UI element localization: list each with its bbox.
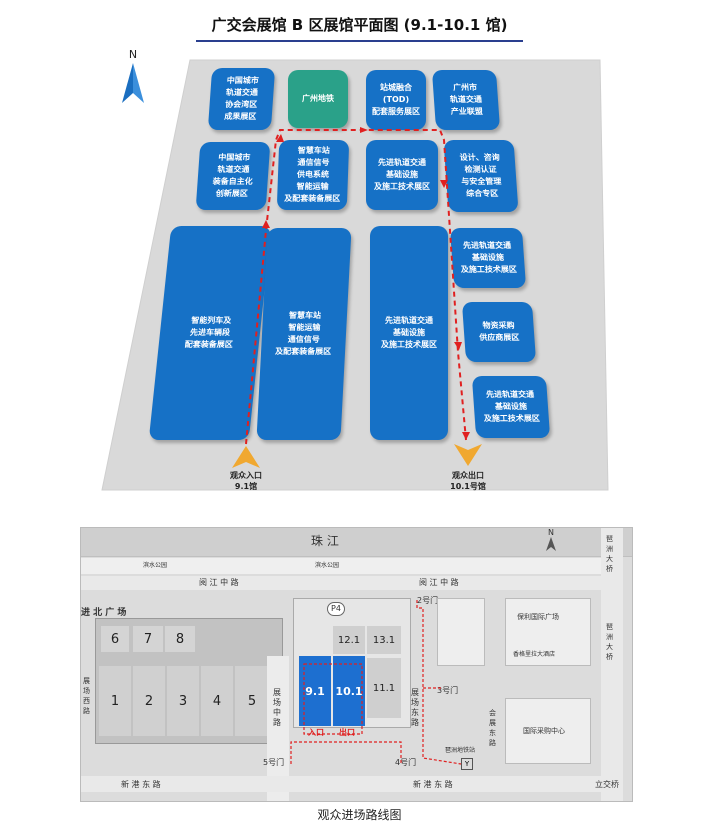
- shangrila-label: 香格里拉大酒店: [513, 651, 556, 658]
- compass-label: N: [548, 528, 554, 537]
- p4-badge: P4: [327, 602, 345, 616]
- road-yuejiang-label: 阅 江 中 路: [199, 578, 239, 587]
- hall-10-1[interactable]: 10.1: [333, 656, 365, 726]
- poly-label: 保利国际广场: [517, 613, 559, 621]
- road-yuejiang-label-right: 阅 江 中 路: [419, 578, 459, 587]
- metro-icon: Y: [461, 758, 473, 770]
- exit-arrow-icon: [454, 444, 482, 466]
- gate-4: 4号门: [395, 758, 417, 767]
- road-huizhan-east: 会 展 东 路: [489, 709, 496, 747]
- page-title: 广交会展馆 B 区展馆平面图 (9.1-10.1 馆): [211, 16, 508, 34]
- block-poly: [505, 598, 591, 666]
- gate-2: 2号门: [417, 596, 439, 605]
- ifc-label: 国际采购中心: [523, 727, 565, 735]
- park-label-1: 滨水公园: [143, 562, 168, 569]
- map-caption: 观众进场路线图: [317, 808, 402, 822]
- hall-11-1[interactable]: 11.1: [367, 658, 401, 718]
- exit-text: 出口: [339, 728, 355, 737]
- bridge-label-mid: 琶 洲 大 桥: [606, 623, 613, 661]
- hall-8[interactable]: 8: [165, 626, 195, 652]
- entrance-label: 观众入口 9.1馆: [230, 471, 262, 491]
- hall-tod-services[interactable]: 站城融合 (TOD) 配套服务展区: [366, 70, 426, 130]
- river-label: 珠 江: [311, 534, 339, 548]
- hall-4[interactable]: 4: [201, 666, 233, 736]
- block-1: [437, 598, 485, 666]
- entrance-arrow-icon: [232, 446, 260, 468]
- hall-2[interactable]: 2: [133, 666, 165, 736]
- road-zhanchang-mid-label: 展 场 中 路: [273, 688, 281, 727]
- hall-5[interactable]: 5: [235, 666, 269, 736]
- road-zhanchang-west: 展 场 西 路: [83, 677, 90, 715]
- road-pazhou-bridge: [601, 528, 623, 801]
- hall-3[interactable]: 3: [167, 666, 199, 736]
- hall-13-1[interactable]: 13.1: [367, 626, 401, 654]
- compass: N: [118, 48, 148, 108]
- visitor-route: [245, 127, 470, 445]
- park-band: [81, 558, 601, 574]
- bridge-label: 立交桥: [595, 780, 619, 789]
- road-zhanchang-east: 展 场 东 路: [411, 688, 419, 727]
- compass-north-label: N: [128, 48, 138, 61]
- north-arrow-icon: [122, 63, 144, 103]
- north-icon: [546, 537, 556, 551]
- road-yuejiang: [81, 576, 601, 590]
- hall-12-1[interactable]: 12.1: [333, 626, 365, 654]
- hall-7[interactable]: 7: [133, 626, 163, 652]
- exit-label: 观众出口 10.1号馆: [450, 471, 486, 491]
- block-ifc: [505, 698, 591, 764]
- site-route: [290, 600, 462, 765]
- hall-infrastructure-2[interactable]: 先进轨道交通 基础设施 及施工技术展区: [370, 226, 448, 440]
- road-xingang-label: 新 港 东 路: [121, 780, 161, 789]
- entrance-text: 入口: [308, 728, 324, 737]
- metro-label: 琶洲地铁站: [445, 747, 476, 754]
- hall-guangzhou-metro[interactable]: 广州地铁: [288, 70, 348, 128]
- site-map: 珠 江 N 滨水公园 滨水公园 阅 江 中 路 阅 江 中 路 琶 洲 大 桥 …: [80, 527, 633, 802]
- north-plaza-label: 进 北 广 场: [81, 608, 127, 618]
- hall-1[interactable]: 1: [99, 666, 131, 736]
- river: [81, 528, 632, 557]
- title-underline: [196, 40, 523, 42]
- road-xingang: [81, 776, 601, 792]
- road-zhanchang-mid: [267, 656, 289, 801]
- hall-infrastructure-1[interactable]: 先进轨道交通 基础设施 及施工技术展区: [366, 140, 438, 210]
- gate-5: 5号门: [263, 758, 285, 767]
- hall-6[interactable]: 6: [101, 626, 129, 652]
- park-label-2: 滨水公园: [315, 562, 340, 569]
- road-xingang-label-right: 新 港 东 路: [413, 780, 453, 789]
- bridge-label-top: 琶 洲 大 桥: [606, 535, 613, 573]
- gate-3: 3号门: [437, 686, 459, 695]
